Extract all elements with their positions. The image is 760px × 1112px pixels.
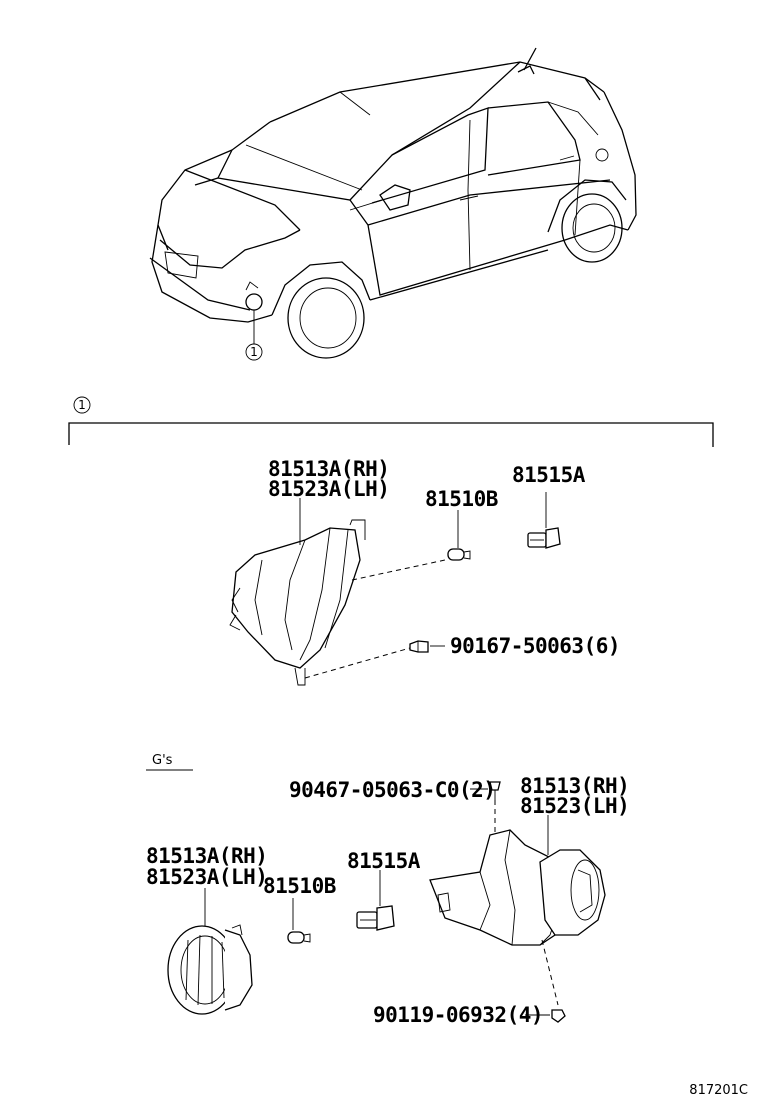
lower-socket-label: 81515A xyxy=(347,849,421,873)
callout-ref: 1 xyxy=(250,345,258,359)
upper-lamp-rh-label: 81513A(RH) xyxy=(268,457,389,481)
upper-socket-label: 81515A xyxy=(512,463,586,487)
lower-lamp-rh-label: 81513A(RH) xyxy=(146,844,267,868)
section-bracket: 1 xyxy=(68,396,714,447)
lower-fog-lamp-group: 90467-05063-C0(2) 81513(RH) 81523(LH) 81… xyxy=(146,774,630,1027)
upper-lamp-lh-label: 81523A(LH) xyxy=(268,477,389,501)
lower-bracket xyxy=(429,829,561,946)
lower-lamp-lh-label: 81523A(LH) xyxy=(146,865,267,889)
car-illustration: 1 xyxy=(149,47,637,361)
section-ref: 1 xyxy=(78,398,86,412)
lower-lamp-body xyxy=(539,849,606,936)
drawing-code: 817201C xyxy=(689,1083,748,1098)
upper-screw xyxy=(409,640,429,653)
callout-circle xyxy=(245,343,263,361)
lower-bulb-label: 81510B xyxy=(263,874,336,898)
upper-socket xyxy=(527,527,561,549)
lower-fog-lamp-lens xyxy=(167,924,253,1015)
upper-bulb-label: 81510B xyxy=(425,487,498,511)
lower-screw-label: 90119-06932(4) xyxy=(373,1003,543,1027)
upper-fog-lamp-housing xyxy=(229,519,366,686)
lower-clip xyxy=(489,781,501,800)
lower-bracket-lh-label: 81523(LH) xyxy=(520,794,629,818)
lower-clip-label: 90467-05063-C0(2) xyxy=(289,778,495,802)
lower-bracket-rh-label: 81513(RH) xyxy=(520,774,629,798)
upper-screw-label: 90167-50063(6) xyxy=(450,634,620,658)
lower-screw xyxy=(551,1009,566,1023)
lower-socket xyxy=(356,905,395,931)
upper-bulb xyxy=(447,548,471,561)
section-title: G's xyxy=(152,753,173,768)
lower-bulb xyxy=(287,931,311,944)
upper-fog-lamp-group: 81513A(RH) 81523A(LH) 81510B 81515A 9016… xyxy=(229,457,621,686)
gs-section: G's xyxy=(146,753,193,771)
